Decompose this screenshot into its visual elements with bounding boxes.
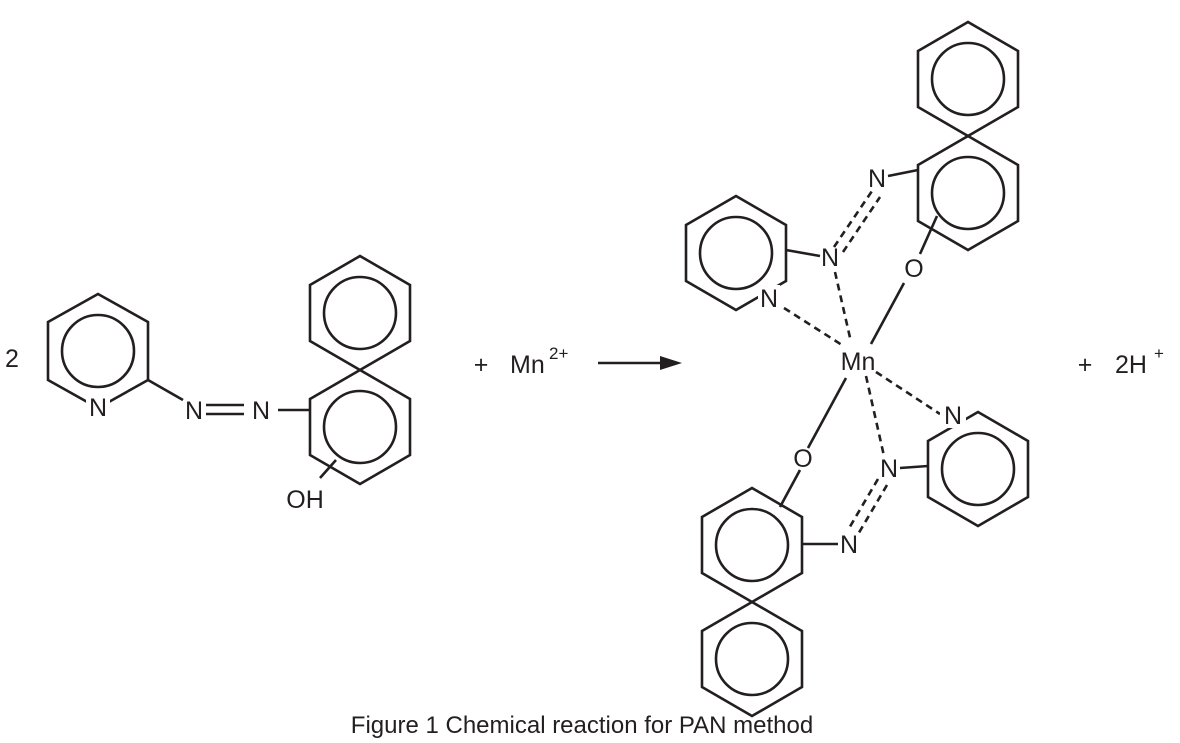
proton-label: 2H <box>1115 351 1147 379</box>
mn-ion-charge: 2+ <box>549 344 568 363</box>
complex-bottom-azo-n2-label: N <box>840 531 858 559</box>
pan-azo-n1-label: N <box>185 397 203 425</box>
complex-top-azo-n2-label: N <box>821 244 839 272</box>
complex-top-o-label: O <box>904 255 923 283</box>
reactant-coefficient: 2 <box>5 345 19 373</box>
complex-mn-label: Mn <box>841 348 876 376</box>
complex-bottom-azo-n-label: N <box>880 455 898 483</box>
mn-pan-complex: Mn N N N O N N N O <box>684 20 1030 718</box>
plus-sign-1: + <box>474 351 489 379</box>
complex-top-azo-n-label: N <box>868 165 886 193</box>
complex-bottom-pyridine-n-label: N <box>944 402 962 430</box>
pan-pyridine-n-label: N <box>89 394 107 422</box>
pan-azo-n2-label: N <box>252 397 270 425</box>
pan-oh-label: OH <box>286 486 324 514</box>
pan-molecule: N N N OH <box>46 254 412 514</box>
plus-sign-2: + <box>1078 351 1093 379</box>
pan-pyridine-aromatic-circle <box>60 313 136 389</box>
complex-top-pyridine-n-label: N <box>760 285 778 313</box>
proton-charge: + <box>1154 344 1164 363</box>
reaction-arrow <box>598 356 682 370</box>
figure-caption: Figure 1 Chemical reaction for PAN metho… <box>351 712 813 739</box>
mn-ion-label: Mn <box>510 351 545 379</box>
pan-naphthalene-lower-ring <box>308 368 412 486</box>
complex-bottom-o-label: O <box>793 445 812 473</box>
